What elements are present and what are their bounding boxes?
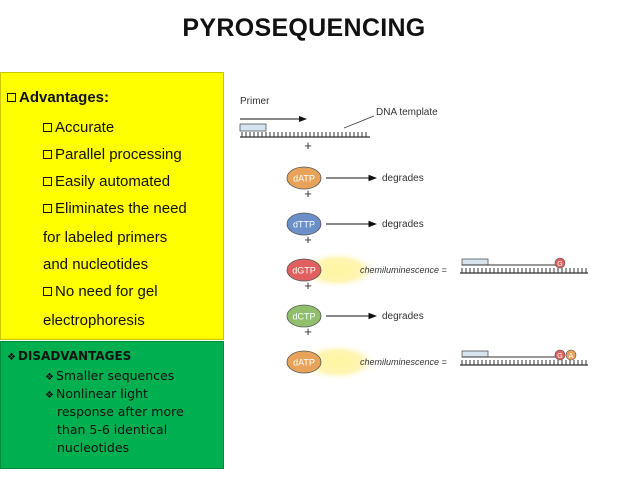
primer-strand <box>461 350 489 358</box>
light-glow <box>298 251 378 289</box>
nucleotide-label: dTTP <box>293 220 315 230</box>
disadvantages-heading: ❖DISADVANTAGES <box>7 349 131 363</box>
result-label: degrades <box>382 173 424 184</box>
disadvantage-continuation: response after more <box>57 404 184 419</box>
nucleotide-bubble <box>286 212 322 236</box>
light-glow <box>298 343 378 381</box>
advantage-item: Parallel processing <box>43 146 182 163</box>
disadvantage-text: Nonlinear light <box>55 386 148 401</box>
result-label: degrades <box>382 311 424 322</box>
advantage-continuation: electrophoresis <box>43 312 145 329</box>
primer-label: Primer <box>240 96 270 107</box>
plus-sign: + <box>304 324 312 339</box>
added-base-label: G <box>557 261 562 268</box>
advantage-text: Parallel processing <box>55 146 182 163</box>
disadvantages-panel: ❖DISADVANTAGES ❖Smaller sequences ❖Nonli… <box>0 341 224 469</box>
product-template-strand <box>460 360 588 366</box>
disadvantage-item: ❖Smaller sequences <box>45 368 174 383</box>
template-label: DNA template <box>376 107 438 118</box>
advantage-text: Eliminates the need <box>55 200 187 217</box>
added-base-bubble <box>554 349 566 361</box>
checkbox-bullet-icon <box>43 123 52 132</box>
plus-sign: + <box>304 278 312 293</box>
disadvantage-text: Smaller sequences <box>55 368 175 383</box>
advantage-item: Easily automated <box>43 173 170 190</box>
advantage-item: Accurate <box>43 119 114 136</box>
nucleotide-bubble <box>286 350 322 374</box>
plus-sign: + <box>304 186 312 201</box>
diamond-bullet-icon: ❖ <box>45 390 54 401</box>
checkbox-bullet-icon <box>43 287 52 296</box>
plus-sign: + <box>304 138 312 153</box>
nucleotide-label: dATP <box>293 174 315 184</box>
nucleotide-label: dATP <box>293 358 315 368</box>
advantages-heading-text: Advantages: <box>19 89 110 106</box>
product-template-strand <box>460 268 588 274</box>
advantages-heading: Advantages: <box>7 89 109 106</box>
primer-strand <box>461 258 489 266</box>
advantage-text: No need for gel <box>55 283 158 300</box>
nucleotide-bubble <box>286 304 322 328</box>
diamond-bullet-icon: ❖ <box>45 372 54 383</box>
checkbox-bullet-icon <box>43 150 52 159</box>
pyrosequencing-diagram: Primer DNA template + + + + + dATP degrades dTT… <box>239 96 588 381</box>
advantage-item: Eliminates the need <box>43 200 187 217</box>
reaction-rows: + + + + + dATP degrades dTTP degrades dGTP chemilu… <box>286 138 588 381</box>
advantage-item: No need for gel <box>43 283 158 300</box>
checkbox-bullet-icon <box>7 93 16 102</box>
advantage-text: Accurate <box>55 119 115 136</box>
plus-sign: + <box>304 232 312 247</box>
added-base-bubble <box>554 257 566 269</box>
advantage-continuation: for labeled primers <box>43 229 168 246</box>
advantages-panel: Advantages: Accurate Parallel processing… <box>0 72 224 340</box>
disadvantages-heading-text: DISADVANTAGES <box>17 349 132 363</box>
page-title: PYROSEQUENCING <box>182 14 426 42</box>
added-base-bubble <box>565 349 577 361</box>
advantage-text: Easily automated <box>55 173 171 190</box>
primer-strand <box>239 123 267 132</box>
added-base-label: G <box>557 353 562 360</box>
template-pointer <box>343 115 375 129</box>
disadvantage-continuation: than 5-6 identical <box>57 422 168 437</box>
diamond-bullet-icon: ❖ <box>7 352 16 363</box>
result-label: chemiluminescence = <box>360 357 447 367</box>
checkbox-bullet-icon <box>43 177 52 186</box>
advantage-continuation: and nucleotides <box>43 256 149 273</box>
nucleotide-bubble <box>286 166 322 190</box>
result-label: chemiluminescence = <box>360 265 447 275</box>
disadvantage-continuation: nucleotides <box>57 440 130 455</box>
nucleotide-bubble <box>286 258 322 282</box>
nucleotide-label: dCTP <box>292 312 315 322</box>
disadvantage-item: ❖Nonlinear light <box>45 386 148 401</box>
added-base-label: A <box>569 353 574 360</box>
checkbox-bullet-icon <box>43 204 52 213</box>
dna-template-strand <box>240 132 370 138</box>
nucleotide-label: dGTP <box>292 266 316 276</box>
result-label: degrades <box>382 219 424 230</box>
